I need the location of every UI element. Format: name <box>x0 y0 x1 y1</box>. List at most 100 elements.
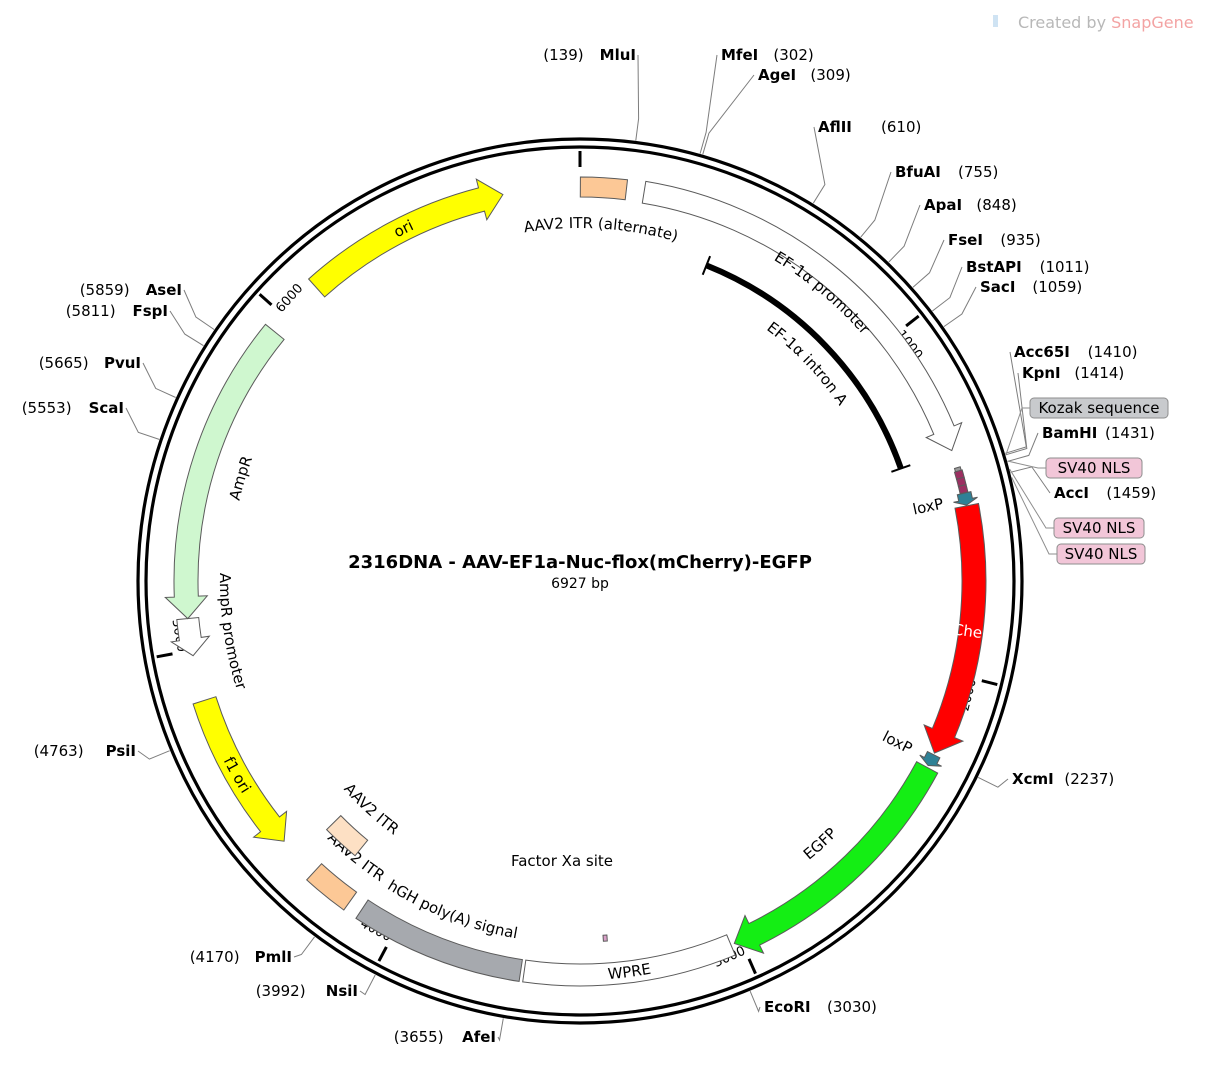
enzyme-site-acc65i[interactable]: Acc65I(1410) <box>1005 343 1137 454</box>
tag-leader-line <box>1007 460 1046 469</box>
feature-tag-sv40-nls[interactable]: SV40 NLS <box>1007 457 1143 479</box>
enzyme-site-fspi[interactable]: FspI (5811) <box>66 302 204 347</box>
enzyme-site-pmli[interactable]: PmlI (4170) <box>190 936 315 966</box>
tag-label: Kozak sequence <box>1038 399 1159 417</box>
feature-shape <box>579 176 629 201</box>
feature-label: loxP <box>880 727 916 757</box>
enzyme-name: ApaI <box>924 196 962 214</box>
enzyme-site-asei[interactable]: AseI(5859) <box>80 281 215 330</box>
feature-shape <box>169 616 211 657</box>
feature-shape <box>919 750 942 767</box>
snapgene-logo-icon <box>993 15 998 27</box>
enzyme-name: XcmI <box>1012 770 1054 788</box>
feature-tag-kozak-sequence[interactable]: Kozak sequence <box>1005 397 1169 456</box>
enzyme-position: (3992) <box>256 982 306 1000</box>
backbone <box>136 137 1024 1025</box>
watermark-brand: SnapGene <box>1111 13 1193 32</box>
feature-egfp[interactable]: EGFP <box>733 761 939 955</box>
enzyme-site-scai[interactable]: ScaI(5553) <box>22 399 160 440</box>
enzyme-site-mlui[interactable]: MluI(139) <box>543 46 640 141</box>
tag-leader-line <box>1011 477 1057 555</box>
tick-mark <box>156 652 173 659</box>
enzyme-position: (3655) <box>394 1028 444 1046</box>
enzyme-name: AflII <box>818 118 852 136</box>
enzyme-leader-line <box>1005 372 1028 456</box>
backbone-inner-strand <box>144 145 1016 1017</box>
enzyme-position: (5811) <box>66 302 116 320</box>
enzyme-name: AfeI <box>462 1028 496 1046</box>
feature-label: Factor Xa site <box>511 852 613 870</box>
tick-mark <box>747 958 757 975</box>
enzyme-leader-line <box>497 1018 504 1042</box>
enzyme-position: (4170) <box>190 948 240 966</box>
tag-label: SV40 NLS <box>1063 519 1136 537</box>
tick-mark <box>905 314 920 328</box>
tag-leader-line <box>1009 468 1054 529</box>
enzyme-name: PsiI <box>106 742 136 760</box>
feature-factor-xa-site[interactable]: Factor Xa site <box>511 852 613 942</box>
svg-text:Created by SnapGene: Created by SnapGene <box>1018 13 1194 32</box>
enzyme-site-aflii[interactable]: AflII (610) <box>812 118 921 204</box>
enzyme-site-afei[interactable]: AfeI (3655) <box>394 1018 504 1046</box>
enzyme-site-psii[interactable]: PsiI(4763) <box>34 742 170 760</box>
enzyme-leader-line <box>1007 432 1039 462</box>
feature-wpre[interactable]: WPRE <box>522 934 736 987</box>
enzyme-site-apai[interactable]: ApaI(848) <box>888 196 1017 263</box>
enzyme-leader-line <box>125 407 160 440</box>
feature-shape <box>164 323 285 620</box>
tag-leader-line <box>1005 407 1030 456</box>
feature-ori[interactable]: ori <box>307 178 504 298</box>
enzyme-site-agei[interactable]: AgeI(309) <box>702 66 851 155</box>
feature-shape <box>705 262 904 470</box>
enzyme-name: FspI <box>133 302 169 320</box>
enzyme-name: PmlI <box>255 948 292 966</box>
enzyme-site-bamhi[interactable]: BamHI(1431) <box>1007 424 1155 462</box>
enzyme-site-bstapi[interactable]: BstAPI(1011) <box>932 258 1089 312</box>
feature-shape <box>953 490 978 506</box>
enzyme-leader-line <box>169 310 204 347</box>
enzyme-site-acci[interactable]: AccI(1459) <box>1010 466 1157 502</box>
enzyme-position: (5859) <box>80 281 130 299</box>
watermark-prefix: Created by <box>1018 13 1111 32</box>
enzyme-name: MluI <box>600 46 636 64</box>
enzyme-site-ecori[interactable]: EcoRI(3030) <box>749 990 877 1016</box>
enzyme-leader-line <box>860 171 892 238</box>
enzyme-site-kpni[interactable]: KpnI(1414) <box>1005 364 1125 456</box>
feature-tag-sv40-nls[interactable]: SV40 NLS <box>1009 468 1145 539</box>
enzyme-site-mfei[interactable]: MfeI(302) <box>699 46 814 154</box>
enzyme-name: Acc65I <box>1014 343 1070 361</box>
enzyme-site-xcmi[interactable]: XcmI (2237) <box>977 770 1114 788</box>
feature-shape <box>325 814 369 857</box>
enzyme-site-bfuai[interactable]: BfuAI(755) <box>860 163 999 238</box>
enzyme-name: NsiI <box>326 982 358 1000</box>
feature-hgh-poly-a-signal[interactable]: hGH poly(A) signal <box>355 876 538 982</box>
feature-tag-sv40-nls[interactable]: SV40 NLS <box>1011 477 1146 565</box>
enzyme-leader-line <box>137 750 170 760</box>
snapgene-watermark: Created by SnapGene <box>993 13 1194 32</box>
backbone-outer-strand <box>136 137 1024 1025</box>
plasmid-name: 2316DNA - AAV-EF1a-Nuc-flox(mCherry)-EGF… <box>348 552 812 573</box>
enzyme-leader-line <box>293 936 315 958</box>
tag-box <box>1056 543 1146 565</box>
enzyme-site-nsii[interactable]: NsiI (3992) <box>256 974 376 1000</box>
enzyme-position: (2237) <box>1064 770 1114 788</box>
tag-label: SV40 NLS <box>1065 545 1138 563</box>
feature-shape <box>305 862 358 911</box>
enzyme-name: EcoRI <box>764 998 811 1016</box>
enzyme-leader-line <box>699 54 718 154</box>
enzyme-position: (610) <box>881 118 921 136</box>
enzyme-leader-line <box>359 974 376 996</box>
enzyme-position: (755) <box>958 163 998 181</box>
tag-label: SV40 NLS <box>1058 459 1131 477</box>
enzyme-name: KpnI <box>1022 364 1061 382</box>
enzymes-layer: MluI(139) MfeI(302)AgeI(309)AflII (610) Bfu… <box>22 46 1157 1046</box>
enzyme-site-saci[interactable]: SacI(1059) <box>943 278 1082 328</box>
tag-box <box>1053 517 1145 539</box>
enzyme-site-pvui[interactable]: PvuI(5665) <box>39 354 176 398</box>
feature-ef-1-intron-a[interactable]: EF-1α intron A <box>701 255 911 473</box>
tag-box <box>1029 397 1169 419</box>
feature-shape <box>733 761 939 955</box>
enzyme-name: PvuI <box>104 354 141 372</box>
enzyme-site-fsei[interactable]: FseI(935) <box>912 231 1041 288</box>
